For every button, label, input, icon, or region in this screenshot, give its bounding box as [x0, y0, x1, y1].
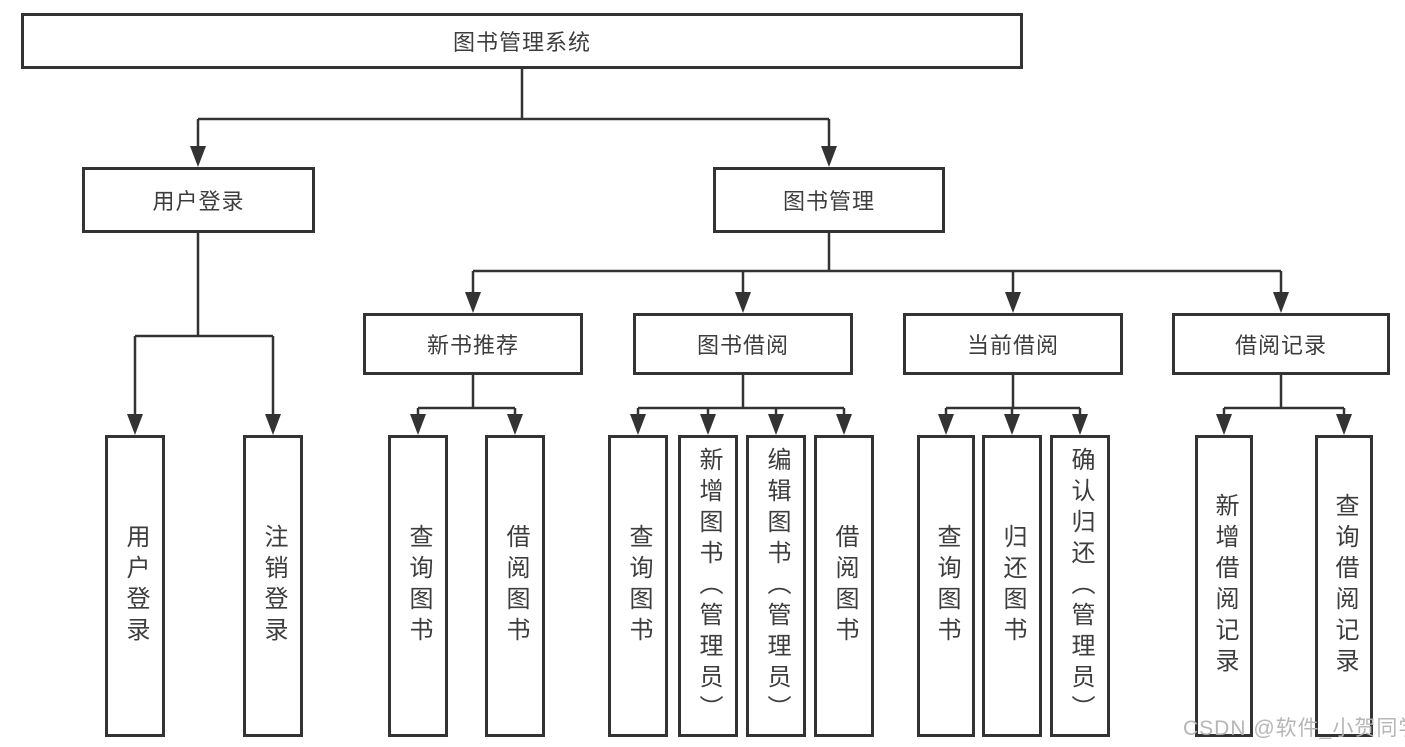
leaf-add-books-admin: 新增图书（管理员） [678, 435, 738, 737]
leaf-borrow-books-newrec: 借阅图书 [485, 435, 545, 737]
node-user-login-branch: 用户登录 [82, 167, 315, 233]
leaf-edit-books-admin: 编辑图书（管理员） [746, 435, 806, 737]
node-book-management-branch: 图书管理 [713, 167, 945, 233]
leaf-query-books-newrec: 查询图书 [388, 435, 448, 737]
node-library-management-system: 图书管理系统 [21, 13, 1023, 69]
leaf-query-books-borrow: 查询图书 [608, 435, 668, 737]
leaf-return-books: 归还图书 [982, 435, 1042, 737]
node-new-book-recommendation: 新书推荐 [363, 313, 583, 375]
leaf-borrow-books-borrow: 借阅图书 [814, 435, 874, 737]
leaf-logout: 注销登录 [243, 435, 303, 737]
node-book-borrowing: 图书借阅 [633, 313, 853, 375]
leaf-user-login: 用户登录 [105, 435, 165, 737]
leaf-query-borrow-record: 查询借阅记录 [1315, 435, 1373, 737]
leaf-query-books-current: 查询图书 [917, 435, 975, 737]
csdn-watermark: CSDN @软件_小贺同学 [1183, 717, 1405, 740]
leaf-confirm-return-admin: 确认归还（管理员） [1050, 435, 1110, 737]
node-current-borrowing: 当前借阅 [903, 313, 1123, 375]
node-borrowing-records: 借阅记录 [1172, 313, 1390, 375]
leaf-add-borrow-record: 新增借阅记录 [1195, 435, 1253, 737]
